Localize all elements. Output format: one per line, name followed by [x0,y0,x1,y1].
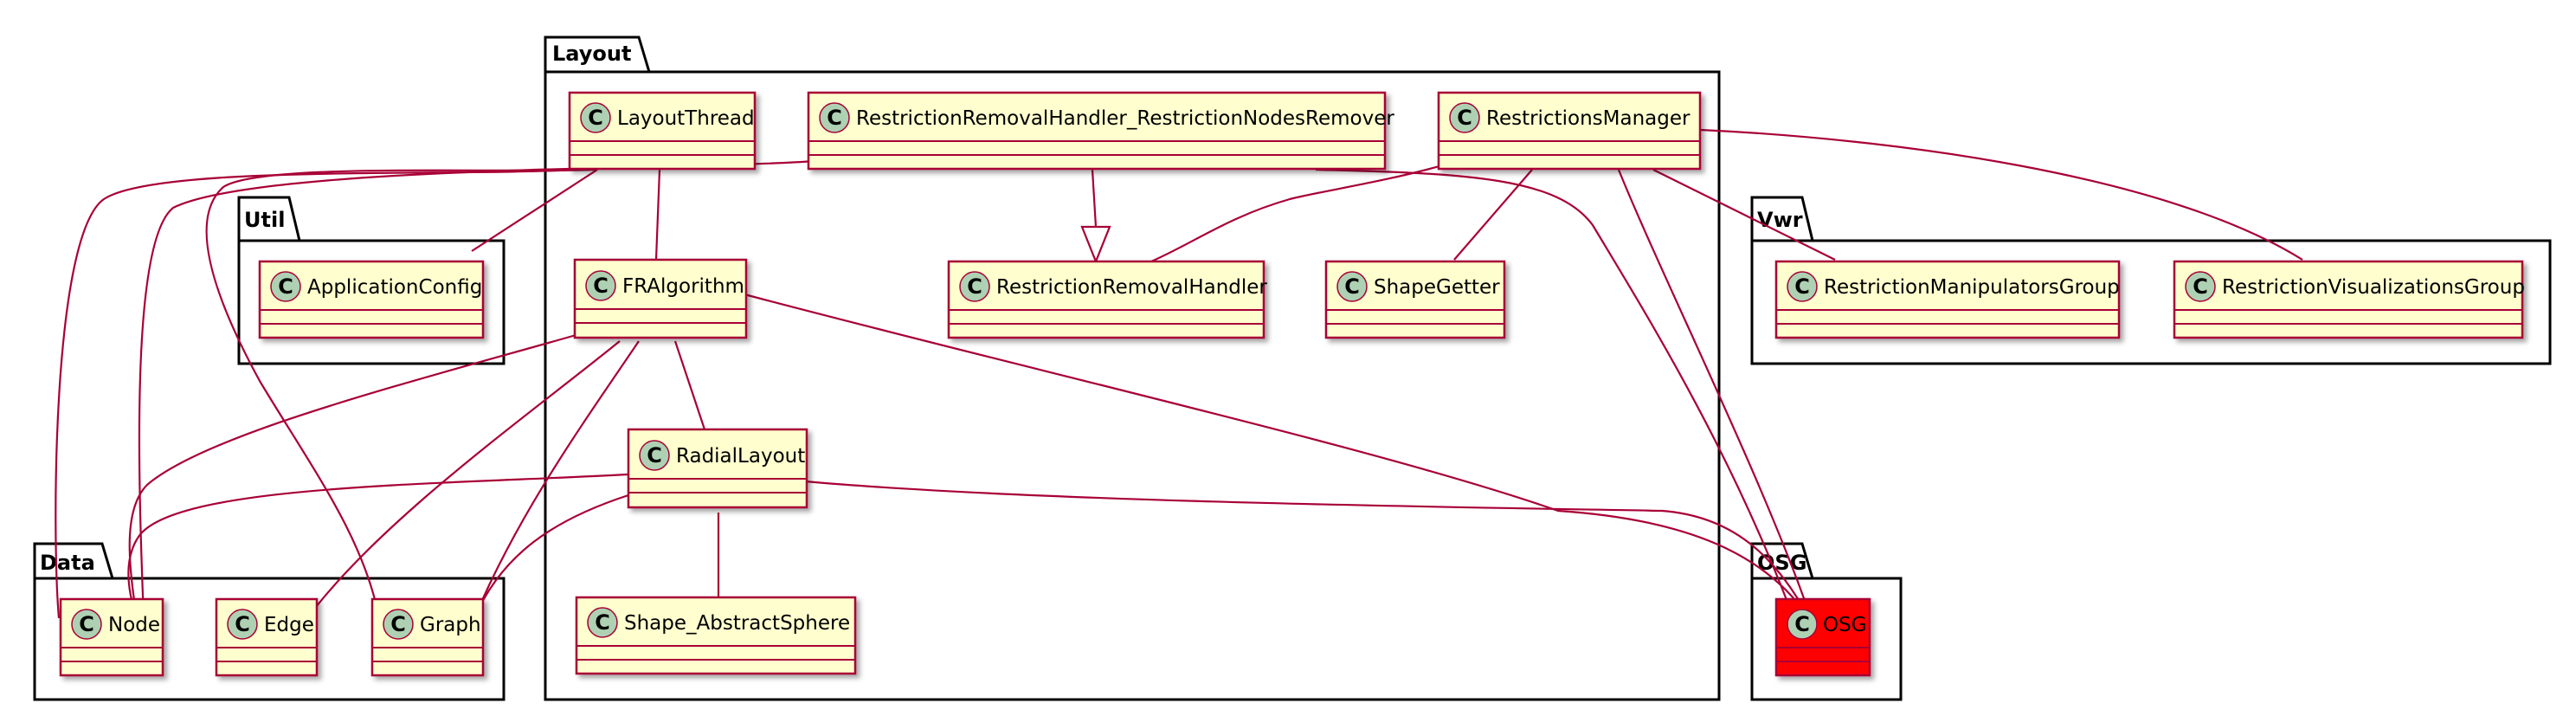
class-restrictionvisualizationsgroup[interactable]: C RestrictionVisualizationsGroup [2173,260,2525,339]
edge-fralgorithm-radiallayout [673,340,706,430]
edge-radiallayout-node [127,473,629,619]
svg-text:C: C [827,106,842,130]
svg-text:C: C [2193,274,2208,299]
class-label: ApplicationConfig [307,276,482,299]
class-label: RestrictionRemovalHandler [996,276,1267,299]
class-restrictionmanipulatorsgroup[interactable]: C RestrictionManipulatorsGroup [1774,260,2121,339]
class-stereotype-icon: C [1449,102,1480,133]
svg-text:C: C [588,106,603,130]
package-data: Data [33,542,506,701]
class-edge[interactable]: C Edge [215,597,319,677]
class-stereotype-icon: C [585,270,616,301]
class-stereotype-icon: C [383,609,414,640]
edge-restrictionsmanager-restrictionmanipulatorsgroup [1652,169,1836,261]
class-node[interactable]: C Node [59,597,164,677]
class-restrictionsmanager[interactable]: C RestrictionsManager [1437,91,1702,171]
svg-text:C: C [1457,106,1472,130]
edge-rrhrnr-osg [1315,168,1795,619]
class-label: Shape_AbstractSphere [624,612,850,635]
class-shape-abstractsphere[interactable]: C Shape_AbstractSphere [575,596,857,675]
class-label: RestrictionsManager [1486,107,1690,130]
package-label-util: Util [244,208,285,232]
class-stereotype-icon: C [1787,271,1818,302]
svg-text:C: C [235,612,250,636]
package-vwr: Vwr [1750,196,2552,365]
class-osg[interactable]: C OSG [1774,597,1871,677]
package-layout: Layout [544,35,1721,701]
svg-text:C: C [390,612,406,636]
edge-restrictionsmanager-shapegetter [1453,169,1533,261]
svg-text:C: C [967,274,982,299]
package-label-layout: Layout [552,42,631,66]
class-stereotype-icon: C [580,102,611,133]
package-util: Util [237,196,506,365]
class-stereotype-icon: C [639,440,670,471]
edge-restrictionsmanager-restrictionvisualizationsgroup [1699,128,2303,261]
svg-text:C: C [595,610,610,635]
edge-fralgorithm-edge [306,340,621,619]
edge-radiallayout-osg [804,480,1810,619]
svg-text:C: C [79,612,94,636]
svg-text:C: C [1794,274,1810,299]
class-label: RestrictionRemovalHandler_RestrictionNod… [856,107,1394,130]
edge-radiallayout-graph [473,493,629,619]
edge-fralgorithm-node [128,331,586,619]
class-stereotype-icon: C [227,609,258,640]
edge-layoutthread-graph [205,168,598,619]
class-layoutthread[interactable]: C LayoutThread [568,91,757,171]
edge-restrictionsmanager-osg [1617,169,1813,619]
class-graph[interactable]: C Graph [370,597,485,677]
class-stereotype-icon: C [270,271,301,302]
class-fralgorithm[interactable]: C FRAlgorithm [573,258,748,339]
class-label: RestrictionVisualizationsGroup [2222,276,2525,299]
edge-layoutthread-applicationconfig [471,169,598,252]
class-restrictionremovalhandler[interactable]: C RestrictionRemovalHandler [947,260,1267,339]
class-stereotype-icon: C [2185,271,2216,302]
class-shapegetter[interactable]: C ShapeGetter [1324,260,1506,339]
class-stereotype-icon: C [587,607,618,638]
class-stereotype-icon: C [71,609,102,640]
class-label: OSG [1823,614,1867,636]
class-label: RadialLayout [676,445,805,468]
class-label: FRAlgorithm [622,275,744,298]
class-label: Graph [420,614,481,636]
class-label: ShapeGetter [1374,276,1500,299]
class-applicationconfig[interactable]: C ApplicationConfig [258,260,485,339]
edge-rrhrnr-restrictionremovalhandler [1091,169,1098,228]
svg-text:C: C [278,274,293,299]
class-label: Edge [264,614,314,636]
svg-text:C: C [1344,274,1360,299]
class-label: RestrictionManipulatorsGroup [1824,276,2120,299]
class-radiallayout[interactable]: C RadialLayout [627,428,808,509]
class-label: LayoutThread [617,107,755,130]
edge-restrictionsmanager-restrictionremovalhandler [1150,163,1446,263]
package-label-vwr: Vwr [1757,208,1803,232]
class-stereotype-icon: C [959,271,990,302]
class-restrictionremovalhandler-restrictionnodesremover[interactable]: C RestrictionRemovalHandler_RestrictionN… [807,91,1394,171]
edge-rrhrnr-node [138,159,815,619]
svg-text:C: C [593,274,609,298]
class-stereotype-icon: C [1336,271,1368,302]
relations [55,128,2303,619]
class-stereotype-icon: C [1787,609,1818,640]
edge-fralgorithm-graph [473,340,640,619]
edge-layoutthread-node [55,168,579,619]
edge-fralgorithm-osg [744,293,1810,619]
edge-layoutthread-fralgorithm [654,169,661,261]
package-label-data: Data [40,551,95,575]
package-label-osg: OSG [1757,551,1806,575]
svg-text:C: C [1794,612,1810,636]
class-label: Node [108,614,160,636]
classes: C LayoutThread C RestrictionRemovalHandl… [59,91,2525,677]
svg-text:C: C [647,443,662,468]
class-stereotype-icon: C [819,102,850,133]
package-osg: OSG [1750,542,1903,701]
generalization-arrowhead [1080,225,1111,264]
